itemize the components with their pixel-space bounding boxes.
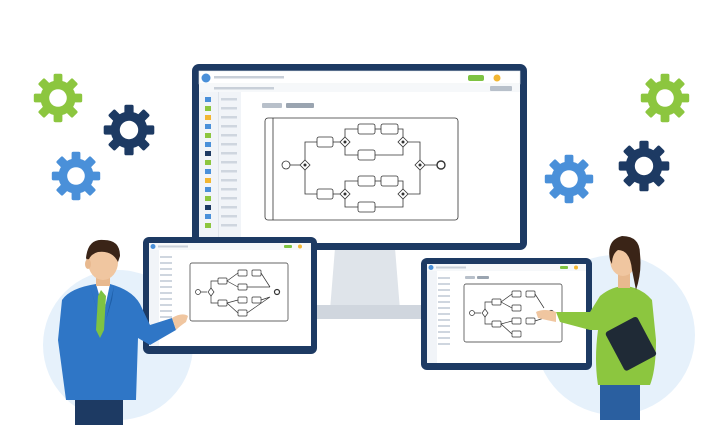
left-tablet [143, 237, 317, 354]
status-dot-icon [493, 74, 501, 82]
app-logo-icon [201, 73, 211, 83]
folder-icon [605, 316, 657, 371]
tie [96, 290, 106, 338]
tab-one[interactable] [262, 103, 282, 108]
monitor-stand [295, 248, 435, 319]
gear-navy-icon [93, 94, 165, 166]
tab-two[interactable] [286, 103, 314, 108]
sidebar [199, 92, 241, 243]
businessman-figure [58, 239, 188, 425]
process-diagram [264, 117, 459, 221]
businesswoman-figure [536, 236, 657, 420]
gear-green-icon [23, 63, 93, 133]
gear-blue-icon [534, 144, 604, 214]
sidebar-items [205, 97, 237, 228]
gear-blue-icon [41, 141, 111, 211]
gear-green-icon [630, 63, 700, 133]
right-tablet [421, 258, 592, 370]
main-monitor [192, 64, 527, 250]
gear-navy-icon [608, 130, 680, 202]
toolbar-green-button[interactable] [468, 75, 484, 81]
